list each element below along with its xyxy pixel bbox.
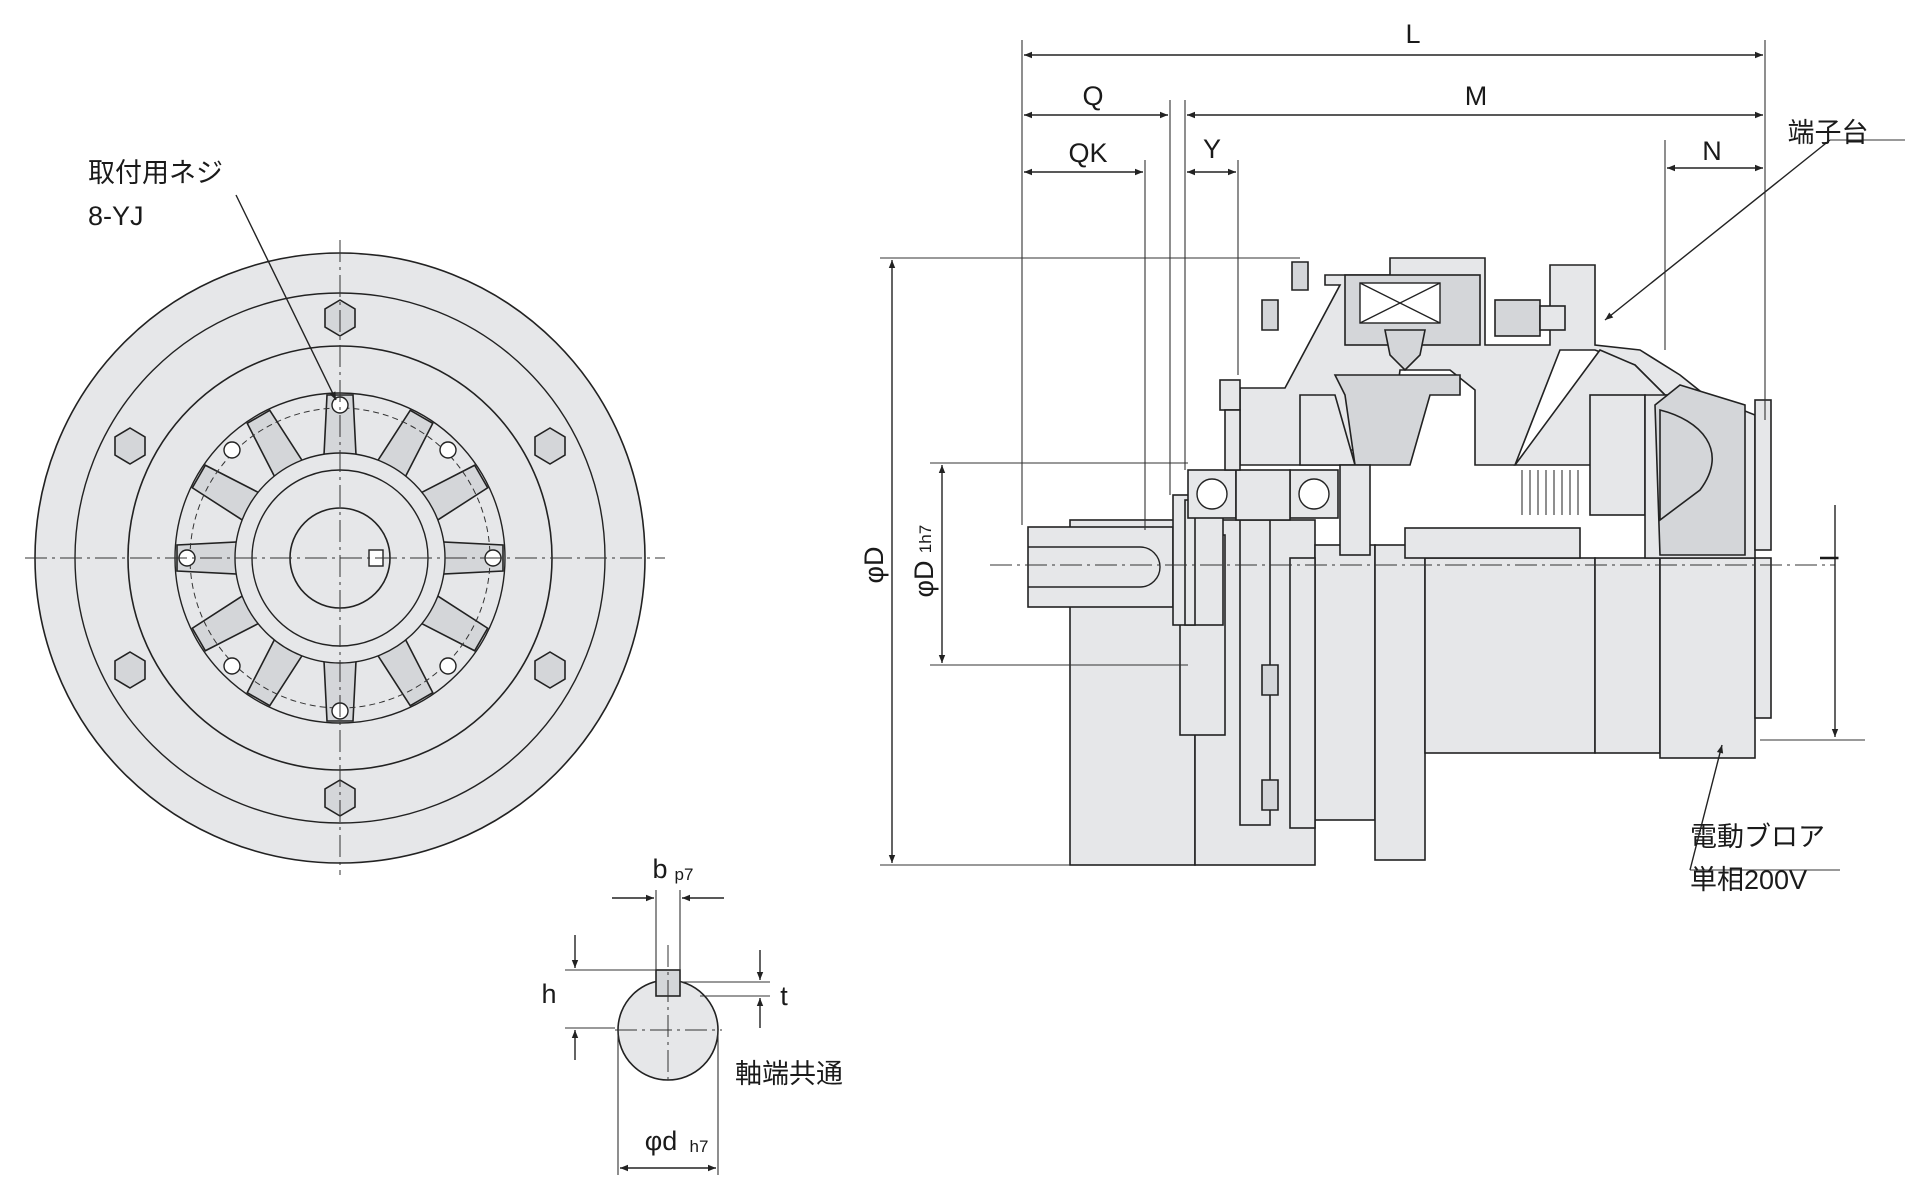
dim-Q: Q (1082, 81, 1103, 111)
blower-label: 電動ブロア (1690, 822, 1825, 852)
mounting-screw-spec: 8-YJ (88, 201, 144, 231)
dim-h: h (541, 979, 556, 1009)
dim-phi-D: φD (859, 546, 889, 583)
svg-text:φd: φd (645, 1126, 678, 1156)
terminal-block-label: 端子台 (1788, 118, 1869, 148)
dim-phi-D1-subscript: 1h7 (916, 525, 935, 553)
dim-N: N (1702, 136, 1722, 166)
dim-b: b p7 (652, 854, 693, 884)
dim-L: L (1405, 19, 1420, 49)
svg-text:b: b (652, 854, 667, 884)
blower-fins (1521, 470, 1579, 515)
svg-text:p7: p7 (675, 865, 694, 884)
shaft-end-detail (565, 890, 770, 1175)
dim-phi-D1: φD (909, 560, 939, 597)
dimension-lines (880, 40, 1905, 871)
dim-t: t (780, 981, 788, 1011)
dim-M: M (1465, 81, 1488, 111)
front-view (25, 194, 665, 875)
dim-I: I (1814, 554, 1844, 562)
mounting-screw-label: 取付用ネジ (88, 158, 223, 188)
dim-QK: QK (1068, 138, 1107, 168)
dim-Y: Y (1203, 134, 1221, 164)
shaft-common-label: 軸端共通 (735, 1059, 843, 1089)
side-view (990, 257, 1835, 866)
blower-spec: 単相200V (1690, 865, 1807, 895)
dim-phi-d: φd h7 (645, 1126, 709, 1156)
svg-text:h7: h7 (690, 1137, 709, 1156)
